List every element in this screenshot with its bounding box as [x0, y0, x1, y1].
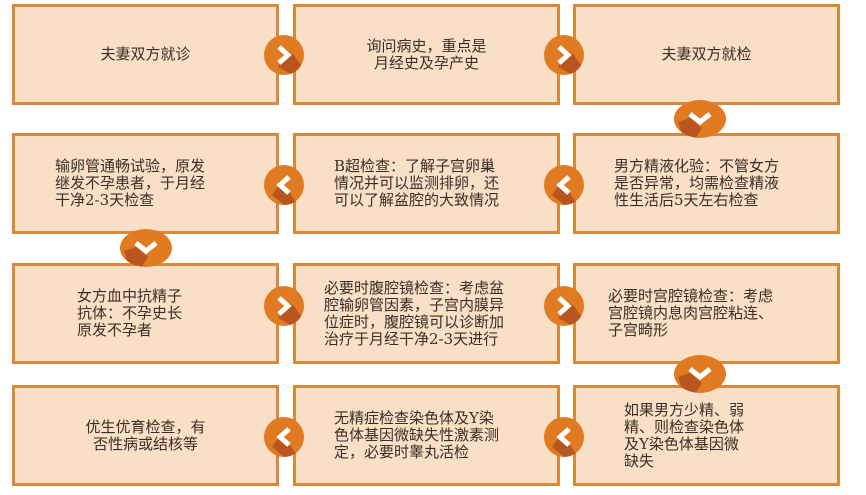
step-b-ultrasound: B超检查：了解子宫卵巢 情况并可以监测排卵，还 可以了解盆腔的大致情况: [293, 133, 560, 234]
step-text: 夫妻双方就诊: [100, 45, 191, 63]
step-text: 输卵管通畅试验，原发 继发不孕患者，于月经 干净2-3天检查: [55, 157, 206, 209]
step-antisperm-antibody: 女方血中抗精子 抗体：不孕史长 原发不孕者: [12, 263, 279, 364]
step-text: 如果男方少精、弱 精、则检查染色体 及Y染色体基因微 缺失: [624, 400, 745, 470]
step-semen-analysis: 男方精液化验：不管女方 是否异常，均需检查精液 性生活后5天左右检查: [573, 133, 840, 234]
chevron-down-icon: [674, 355, 726, 393]
step-eugenic-check: 优生优育检查，有 否性病或结核等: [12, 385, 279, 486]
step-text: 无精症检查染色体及Y染 色体基因微缺失性激素测 定，必要时睾丸活检: [334, 409, 500, 461]
step-couple-exam: 夫妻双方就检: [573, 4, 840, 105]
chevron-right-icon: [264, 35, 304, 75]
step-oligospermia-check: 如果男方少精、弱 精、则检查染色体 及Y染色体基因微 缺失: [573, 385, 840, 486]
step-azoospermia-check: 无精症检查染色体及Y染 色体基因微缺失性激素测 定，必要时睾丸活检: [293, 385, 560, 486]
step-text: B超检查：了解子宫卵巢 情况并可以监测排卵，还 可以了解盆腔的大致情况: [334, 157, 500, 209]
chevron-left-icon: [264, 417, 304, 457]
step-text: 优生优育检查，有 否性病或结核等: [85, 417, 206, 453]
chevron-right-icon: [544, 35, 584, 75]
chevron-right-icon: [544, 286, 584, 326]
chevron-left-icon: [544, 165, 584, 205]
chevron-left-icon: [264, 165, 304, 205]
step-text: 询问病史，重点是 月经史及孕产史: [366, 36, 487, 72]
step-medical-history: 询问病史，重点是 月经史及孕产史: [293, 4, 560, 105]
step-laparoscopy: 必要时腹腔镜检查：考虑盆 腔输卵管因素，子宫内膜异 位症时，腹腔镜可以诊断加 治…: [293, 263, 560, 364]
step-text: 女方血中抗精子 抗体：不孕史长 原发不孕者: [77, 287, 183, 339]
step-tubal-patency-test: 输卵管通畅试验，原发 继发不孕患者，于月经 干净2-3天检查: [12, 133, 279, 234]
step-couple-visit: 夫妻双方就诊: [12, 4, 279, 105]
step-text: 必要时宫腔镜检查：考虑 宫腔镜内息肉宫腔粘连、 子宫畸形: [608, 287, 774, 339]
step-text: 必要时腹腔镜检查：考虑盆 腔输卵管因素，子宫内膜异 位症时，腹腔镜可以诊断加 治…: [324, 278, 505, 348]
chevron-down-icon: [120, 229, 172, 267]
step-text: 夫妻双方就检: [661, 45, 752, 63]
step-text: 男方精液化验：不管女方 是否异常，均需检查精液 性生活后5天左右检查: [614, 157, 780, 209]
chevron-left-icon: [544, 417, 584, 457]
step-hysteroscopy: 必要时宫腔镜检查：考虑 宫腔镜内息肉宫腔粘连、 子宫畸形: [573, 263, 840, 364]
chevron-right-icon: [264, 286, 304, 326]
chevron-down-icon: [674, 100, 726, 138]
